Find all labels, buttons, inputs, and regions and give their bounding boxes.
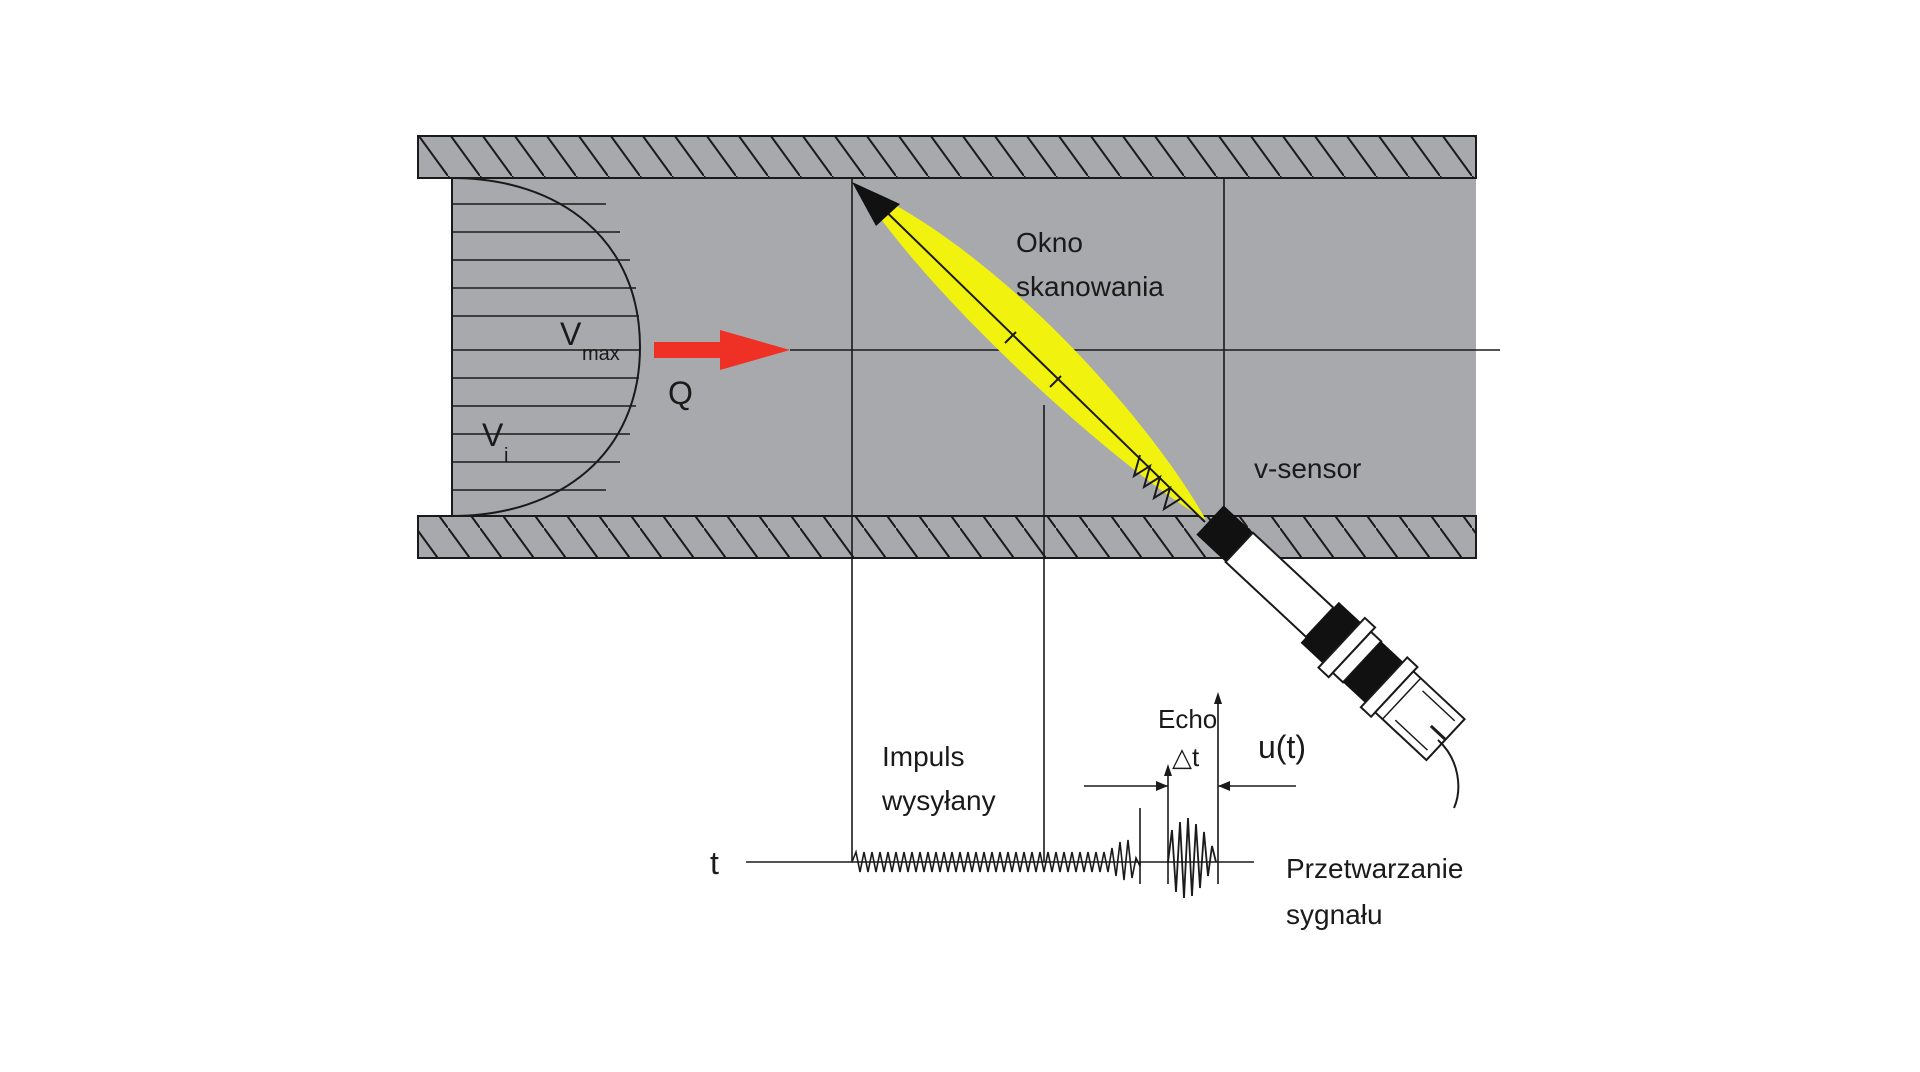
sensor-cable: [1437, 739, 1460, 809]
processing-label-2: sygnału: [1286, 899, 1383, 930]
processing-label-1: Przetwarzanie: [1286, 853, 1463, 884]
vi-subscript: i: [504, 445, 508, 467]
pipe-wall-bottom: [417, 515, 1477, 559]
beam-arrowhead: [852, 182, 900, 226]
u-t-label: u(t): [1258, 729, 1306, 765]
delta-t-label: △t: [1172, 742, 1200, 772]
impulse-label-2: wysyłany: [881, 785, 996, 816]
red-arrow-right-icon: [654, 330, 790, 370]
velocity-profile: [451, 177, 642, 517]
scanning-window-label-2: skanowania: [1016, 271, 1164, 302]
pipe-interior: [452, 178, 1476, 516]
scanning-window-label-1: Okno: [1016, 227, 1083, 258]
vmax-subscript: max: [582, 343, 620, 365]
impulse-label-1: Impuls: [882, 741, 964, 772]
time-axis-label: t: [710, 845, 719, 881]
vmax-label: V: [560, 316, 582, 352]
vi-label: V: [482, 417, 504, 453]
flow-q-label: Q: [668, 375, 693, 411]
ultrasonic-sensor-probe-icon: [1196, 505, 1467, 762]
echo-label: Echo: [1158, 704, 1217, 734]
pipe-wall-top: [417, 135, 1477, 179]
signal-graph: [746, 692, 1296, 899]
v-sensor-label: v-sensor: [1254, 453, 1361, 484]
